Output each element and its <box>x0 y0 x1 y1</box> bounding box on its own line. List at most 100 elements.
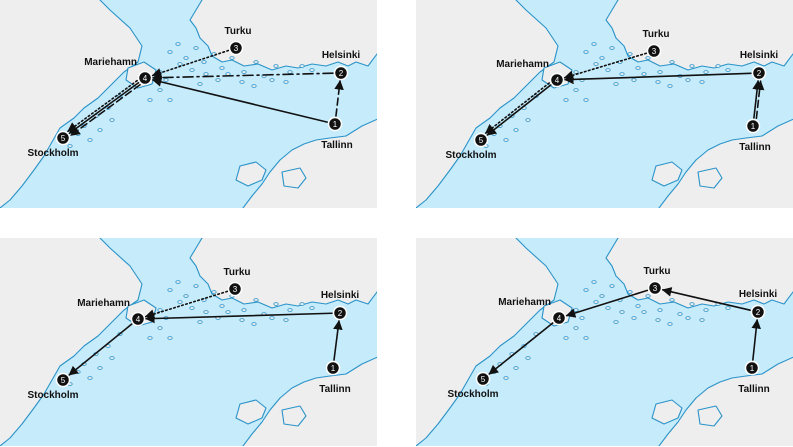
land <box>281 405 307 427</box>
islet <box>677 312 683 316</box>
node-turku: 3 <box>647 280 663 296</box>
islet <box>631 78 637 82</box>
node-marker <box>333 65 349 81</box>
route-helsinki-to-mariehamn <box>145 312 333 324</box>
node-turku: 3 <box>646 43 662 59</box>
node-number: 5 <box>479 136 484 145</box>
islet <box>503 138 509 142</box>
islet <box>655 318 661 322</box>
routes <box>67 49 344 137</box>
city-label-tallinn: Tallinn <box>321 140 352 151</box>
node-number: 2 <box>756 308 761 317</box>
islet <box>183 294 189 298</box>
islet <box>627 52 633 56</box>
islet <box>513 128 519 132</box>
city-label-stockholm: Stockholm <box>27 148 78 159</box>
city-label-turku: Turku <box>642 29 669 40</box>
islet <box>635 304 641 308</box>
islet <box>583 98 589 102</box>
land <box>242 118 377 208</box>
islet <box>703 70 709 74</box>
node-marker <box>745 118 761 134</box>
islet <box>645 56 651 60</box>
city-label-helsinki: Helsinki <box>321 290 360 301</box>
node-marker <box>137 70 153 86</box>
islet <box>225 310 231 314</box>
islet <box>283 80 289 84</box>
land <box>416 0 559 208</box>
route-tallinn-to-helsinki <box>751 318 761 361</box>
islet <box>655 80 661 84</box>
islet <box>197 320 203 324</box>
islet <box>491 132 497 136</box>
islet <box>75 132 81 136</box>
node-helsinki: 2 <box>750 304 766 320</box>
route-turku-to-mariehamn <box>144 290 229 319</box>
node-tallinn: 1 <box>325 360 341 376</box>
islet <box>253 60 259 64</box>
islet <box>563 98 569 102</box>
islet <box>583 288 589 292</box>
city-label-turku: Turku <box>224 26 251 37</box>
islet <box>669 60 675 64</box>
islet <box>269 78 275 82</box>
islet <box>167 50 173 54</box>
route-turku-to-mariehamn <box>565 289 649 318</box>
route-tallinn-to-helsinki <box>754 80 765 120</box>
node-mariehamn: 4 <box>551 310 567 326</box>
map-svg: 1Tallinn2Helsinki3Turku4Mariehamn5Stockh… <box>416 238 793 446</box>
islet <box>725 306 731 310</box>
node-stockholm: 5 <box>55 372 71 388</box>
routes <box>488 287 761 375</box>
islet <box>183 56 189 60</box>
islet <box>175 42 181 46</box>
islet <box>193 46 199 50</box>
islet <box>613 82 619 86</box>
node-marker <box>646 43 662 59</box>
islet <box>87 138 93 142</box>
city-label-helsinki: Helsinki <box>322 50 361 61</box>
node-marker <box>647 280 663 296</box>
map-svg: 1Tallinn2Helsinki3Turku4Mariehamn5Stockh… <box>0 238 377 446</box>
islet <box>167 336 173 340</box>
city-label-stockholm: Stockholm <box>27 390 78 401</box>
land <box>651 399 683 425</box>
islet <box>189 306 195 310</box>
node-marker <box>751 65 767 81</box>
route-mariehamn-to-stockholm <box>67 79 138 133</box>
city-label-turku: Turku <box>223 267 250 278</box>
islet <box>635 66 641 70</box>
islet <box>299 302 305 306</box>
city-label-turku: Turku <box>643 266 670 277</box>
node-helsinki: 2 <box>332 305 348 321</box>
islet <box>609 46 615 50</box>
islet <box>573 88 579 92</box>
land <box>697 405 723 427</box>
node-stockholm: 5 <box>475 371 491 387</box>
land <box>697 167 723 189</box>
islet <box>251 322 257 326</box>
node-marker <box>549 72 565 88</box>
islet <box>147 336 153 340</box>
islet <box>609 284 615 288</box>
node-number: 5 <box>61 376 66 385</box>
islet <box>579 316 585 320</box>
islet <box>657 308 663 312</box>
node-number: 2 <box>339 69 344 78</box>
node-marker <box>55 372 71 388</box>
node-number: 3 <box>652 47 657 56</box>
islet <box>309 68 315 72</box>
islet <box>215 78 221 82</box>
land <box>651 161 683 187</box>
node-number: 5 <box>61 134 66 143</box>
node-number: 2 <box>338 309 343 318</box>
route-helsinki-to-turku <box>661 287 752 311</box>
node-marker <box>130 311 146 327</box>
islet <box>619 310 625 314</box>
islet <box>203 310 209 314</box>
node-number: 4 <box>136 315 141 324</box>
node-number: 3 <box>233 285 238 294</box>
